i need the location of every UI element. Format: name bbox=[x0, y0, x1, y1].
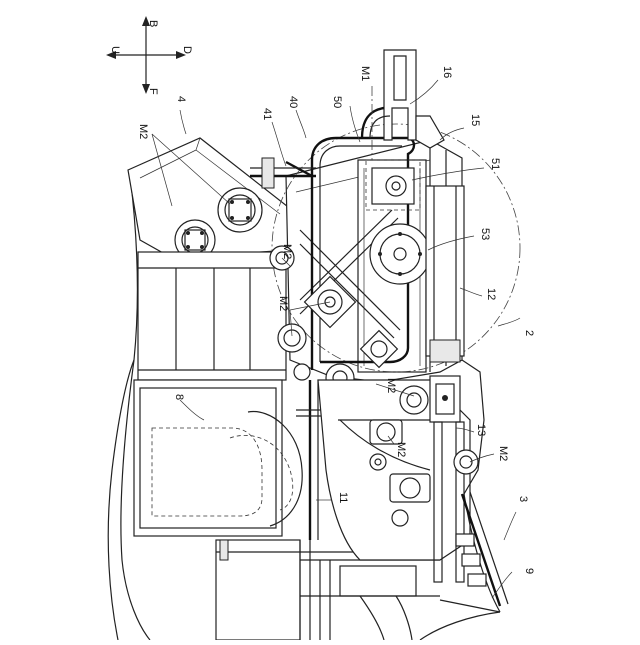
label-12: 12 bbox=[485, 288, 497, 300]
motor-m2-lower-2 bbox=[370, 420, 402, 444]
label-51: 51 bbox=[489, 158, 501, 170]
label-m2-e: M2 bbox=[395, 442, 407, 457]
component-51 bbox=[366, 160, 420, 210]
grain-tank-block bbox=[138, 252, 286, 380]
label-m2-a: M2 bbox=[137, 124, 149, 139]
label-9: 9 bbox=[523, 568, 535, 574]
label-m2-d: M2 bbox=[385, 378, 397, 393]
compass-up-label: B bbox=[147, 20, 159, 27]
motor-m2-mid-2 bbox=[278, 324, 306, 352]
compass-down-label: F bbox=[147, 88, 159, 95]
label-13: 13 bbox=[475, 424, 487, 436]
label-15: 15 bbox=[469, 114, 481, 126]
label-11: 11 bbox=[337, 492, 349, 503]
motor-m2-lower-1 bbox=[400, 386, 428, 414]
label-m2-f: M2 bbox=[497, 446, 509, 461]
label-3: 3 bbox=[517, 496, 529, 502]
label-m2-c: M2 bbox=[277, 296, 289, 311]
compass-left-label: U bbox=[109, 46, 121, 54]
label-41: 41 bbox=[261, 108, 273, 120]
motor-m2-lower-4 bbox=[454, 450, 478, 474]
label-8: 8 bbox=[173, 394, 185, 400]
motor-m2-lower-3 bbox=[370, 454, 386, 470]
label-m2-b: M2 bbox=[281, 244, 293, 259]
label-40: 40 bbox=[287, 96, 299, 108]
label-2: 2 bbox=[523, 330, 535, 336]
direction-compass: B F U D bbox=[106, 16, 193, 95]
label-16: 16 bbox=[441, 66, 453, 78]
structure-12 bbox=[426, 186, 464, 362]
component-53-wheel bbox=[370, 224, 430, 284]
unit-4-housing bbox=[128, 138, 292, 260]
component-8-box bbox=[134, 380, 302, 536]
label-50: 50 bbox=[331, 96, 343, 108]
label-m1: M1 bbox=[359, 66, 371, 81]
label-53: 53 bbox=[479, 228, 491, 240]
motor-m2-upper-1 bbox=[218, 188, 262, 232]
compass-right-label: D bbox=[181, 46, 193, 54]
label-4: 4 bbox=[175, 96, 187, 102]
